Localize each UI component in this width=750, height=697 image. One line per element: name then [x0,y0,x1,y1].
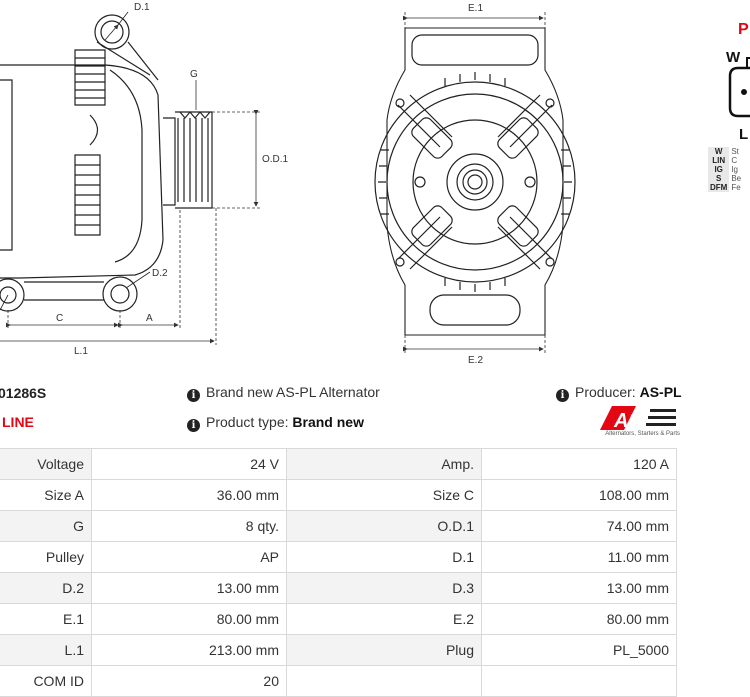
table-row: G 8 qty. O.D.1 74.00 mm [0,510,677,542]
table-row: Size A 36.00 mm Size C 108.00 mm [0,479,677,511]
label-c: C [56,313,63,324]
info-icon: i [187,419,200,432]
plug-left-letter: W [726,49,741,66]
product-producer: i Producer: AS-PL [556,384,682,402]
spec-value: 24 V [91,448,287,480]
spec-label: O.D.1 [286,510,482,542]
pin-desc: Be [731,174,742,183]
spec-label: Size A [0,479,92,511]
pin-key: DFM [708,183,730,192]
spec-value: 11.00 mm [481,541,677,573]
pin-key: W [708,147,730,156]
pin-key: S [708,174,730,183]
spec-label: E.1 [0,603,92,635]
spec-label: D.2 [0,572,92,604]
spec-label: Voltage [0,448,92,480]
spec-value: PL_5000 [481,634,677,666]
spec-value: AP [91,541,287,573]
spec-label: L.1 [0,634,92,666]
producer-label: Producer: [575,384,636,400]
spec-value: 13.00 mm [481,572,677,604]
table-row: Voltage 24 V Amp. 120 A [0,448,677,480]
pin-key: IG [708,165,730,174]
product-type: i Product type: Brand new [187,414,364,432]
spec-label: E.2 [286,603,482,635]
product-code: 01286S [0,385,47,401]
label-e1: E.1 [468,3,483,14]
spec-value: 20 [91,665,287,697]
pin-desc: St [731,147,739,156]
plug-title: P [738,21,749,38]
label-g: G [190,69,198,80]
spec-value: 8 qty. [91,510,287,542]
table-row: E.1 80.00 mm E.2 80.00 mm [0,603,677,635]
pin-key: LIN [708,156,730,165]
label-e2: E.2 [468,355,483,366]
label-a: A [146,313,153,324]
table-row: Pulley AP D.1 11.00 mm [0,541,677,573]
spec-label: Size C [286,479,482,511]
spec-value [481,665,677,697]
spec-value: 120 A [481,448,677,480]
spec-label [286,665,482,697]
spec-value: 13.00 mm [91,572,287,604]
label-d2: D.2 [152,268,168,279]
front-view [374,27,576,336]
logo-tagline: Alternators, Starters & Parts [605,431,680,437]
info-icon: i [187,389,200,402]
pin-desc: Fe [731,183,741,192]
spec-label: Plug [286,634,482,666]
logo-text: AS [613,410,642,432]
spec-value: 74.00 mm [481,510,677,542]
type-value: Brand new [292,414,364,430]
plug-bottom-letter: L [739,126,748,143]
product-line: LINE [2,414,34,430]
label-l1: L.1 [74,346,88,357]
description-text: Brand new AS-PL Alternator [206,384,380,400]
info-icon: i [556,389,569,402]
spec-table: Voltage 24 V Amp. 120 A Size A 36.00 mm … [0,448,677,697]
spec-value: 80.00 mm [481,603,677,635]
table-row: COM ID 20 [0,665,677,697]
spec-value: 80.00 mm [91,603,287,635]
as-logo-icon: AS [600,406,676,432]
spec-value: 36.00 mm [91,479,287,511]
producer-value: AS-PL [639,384,682,400]
spec-label: D.3 [286,572,482,604]
product-description: i Brand new AS-PL Alternator [187,384,380,402]
label-od1: O.D.1 [262,154,289,165]
spec-label: COM ID [0,665,92,697]
plug-diagram [728,57,750,118]
alternator-drawing: D.1 G O.D.1 D.2 C A L.1 [0,2,750,366]
table-row: L.1 213.00 mm Plug PL_5000 [0,634,677,666]
spec-label: D.1 [286,541,482,573]
spec-label: G [0,510,92,542]
pin-desc: Ig [731,165,738,174]
producer-logo: AS Alternators, Starters & Parts [590,404,680,440]
table-row: D.2 13.00 mm D.3 13.00 mm [0,572,677,604]
pin-desc: C [731,156,738,165]
spec-value: 213.00 mm [91,634,287,666]
spec-label: Amp. [286,448,482,480]
spec-value: 108.00 mm [481,479,677,511]
spec-label: Pulley [0,541,92,573]
label-d1: D.1 [134,2,150,13]
type-label: Product type: [206,414,289,430]
